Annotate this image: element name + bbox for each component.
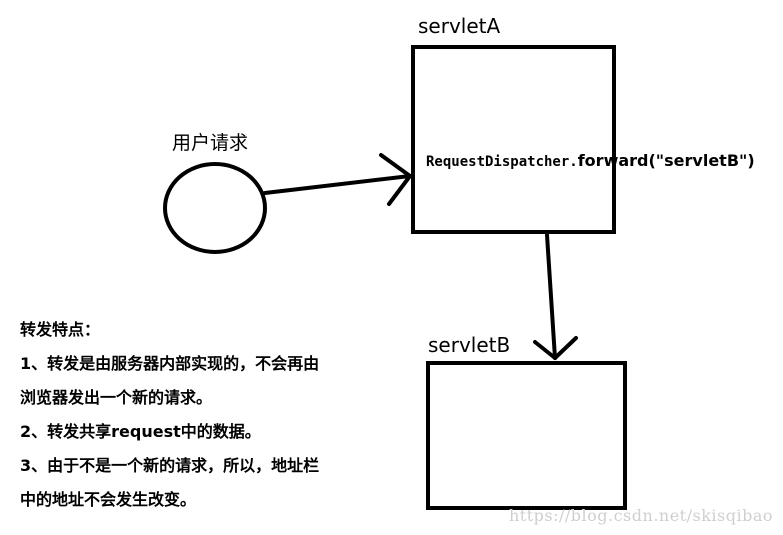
servlet-b-box xyxy=(426,361,627,510)
servlet-a-box xyxy=(411,45,616,234)
notes-line: 中的地址不会发生改变。 xyxy=(20,490,197,509)
forward-call-label: RequestDispatcher.forward("servletB") xyxy=(426,151,755,170)
servlet-a-title: servletA xyxy=(418,14,501,38)
forward-call-method: forward("servletB") xyxy=(577,151,755,170)
forwarding-notes: 转发特点： 1、转发是由服务器内部实现的，不会再由 浏览器发出一个新的请求。 2… xyxy=(20,313,319,517)
forward-call-prefix: RequestDispatcher. xyxy=(426,154,578,170)
forward-arrow xyxy=(533,233,578,360)
servlet-b-title: servletB xyxy=(428,333,511,357)
notes-heading: 转发特点： xyxy=(20,320,101,339)
watermark: https://blog.csdn.net/skisqibao xyxy=(508,506,773,525)
request-arrow xyxy=(263,153,412,206)
notes-line: 3、由于不是一个新的请求，所以，地址栏 xyxy=(20,456,320,475)
notes-line: 2、转发共享request中的数据。 xyxy=(20,422,261,441)
user-request-node xyxy=(163,162,267,254)
user-request-label: 用户请求 xyxy=(172,132,249,154)
notes-line: 浏览器发出一个新的请求。 xyxy=(20,388,213,407)
notes-line: 1、转发是由服务器内部实现的，不会再由 xyxy=(20,354,320,373)
